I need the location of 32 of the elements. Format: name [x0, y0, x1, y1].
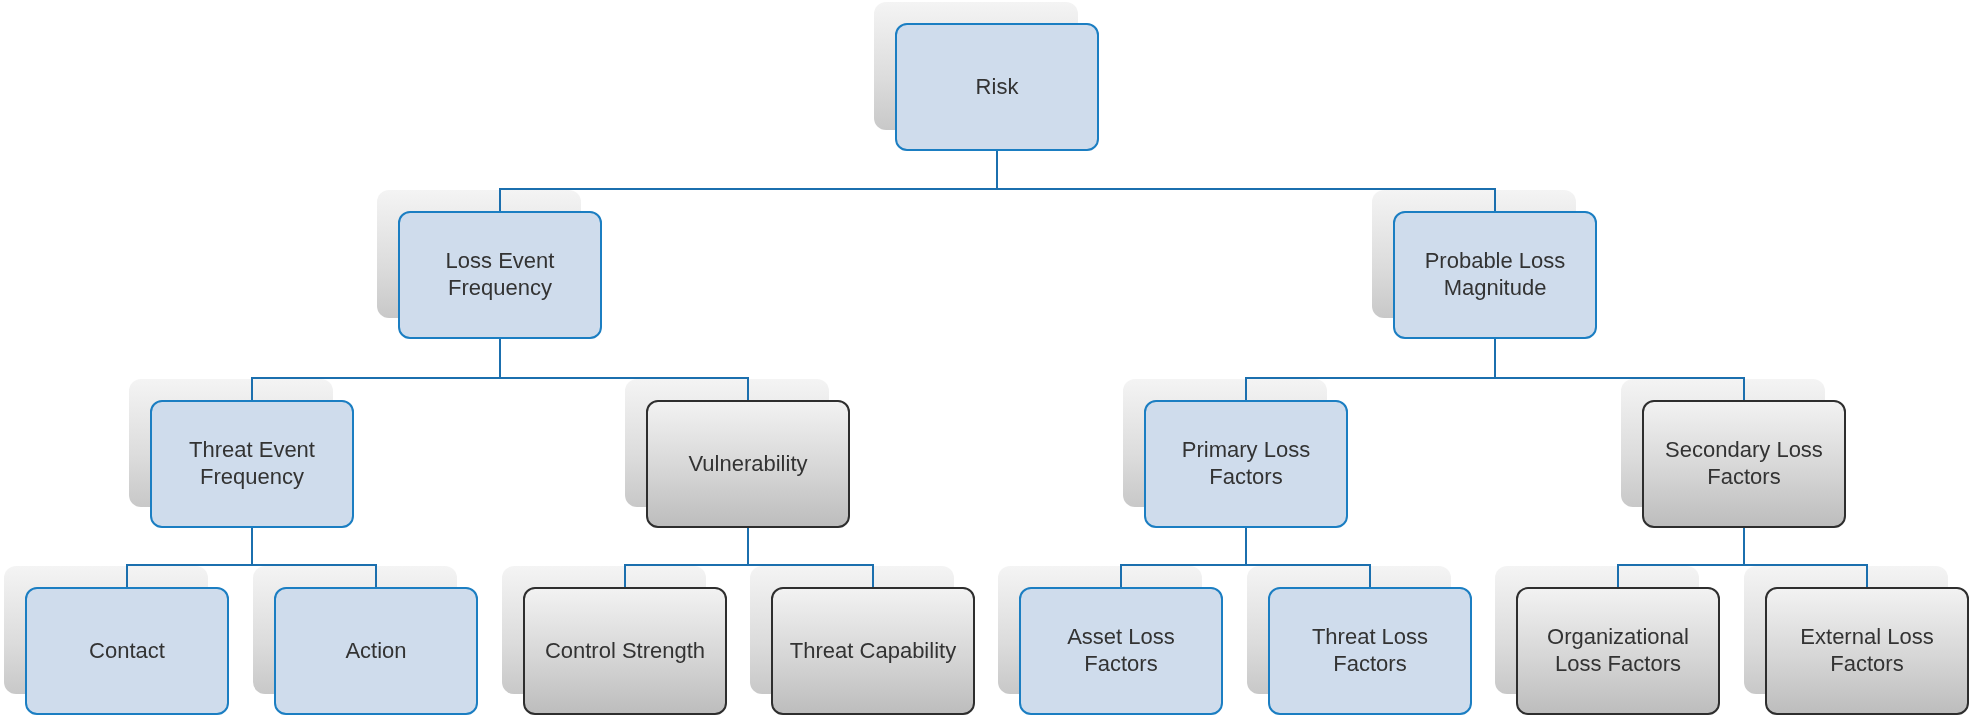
box-label: Organizational Loss Factors — [1546, 624, 1690, 678]
box-label: Asset Loss Factors — [1066, 624, 1176, 678]
box-label: Vulnerability — [688, 450, 808, 478]
process-box — [274, 587, 478, 715]
process-box — [771, 587, 975, 715]
box-label: Probable Loss Magnitude — [1423, 248, 1567, 302]
box-label: Threat Loss Factors — [1310, 624, 1430, 678]
box-label: Contact — [89, 637, 165, 665]
box-label: Action — [345, 637, 407, 665]
box-label: Secondary Loss Factors — [1664, 437, 1824, 491]
process-box — [895, 23, 1099, 151]
process-box — [1019, 587, 1223, 715]
process-box — [1268, 587, 1472, 715]
process-box — [646, 400, 850, 528]
process-box — [523, 587, 727, 715]
box-label: Control Strength — [544, 637, 706, 665]
box-label: Threat Event Frequency — [188, 437, 316, 491]
box-label: Primary Loss Factors — [1180, 437, 1312, 491]
process-box — [1765, 587, 1969, 715]
box-label: Loss Event Frequency — [444, 248, 556, 302]
connector-line — [1494, 338, 1745, 401]
box-label: Risk — [975, 73, 1019, 101]
box-label: External Loss Factors — [1799, 624, 1935, 678]
process-box — [398, 211, 602, 339]
process-box — [1144, 400, 1348, 528]
connector-line — [499, 338, 749, 401]
process-box — [150, 400, 354, 528]
process-box — [25, 587, 229, 715]
process-box — [1642, 400, 1846, 528]
process-box — [1393, 211, 1597, 339]
box-label: Threat Capability — [789, 637, 957, 665]
process-box — [1516, 587, 1720, 715]
